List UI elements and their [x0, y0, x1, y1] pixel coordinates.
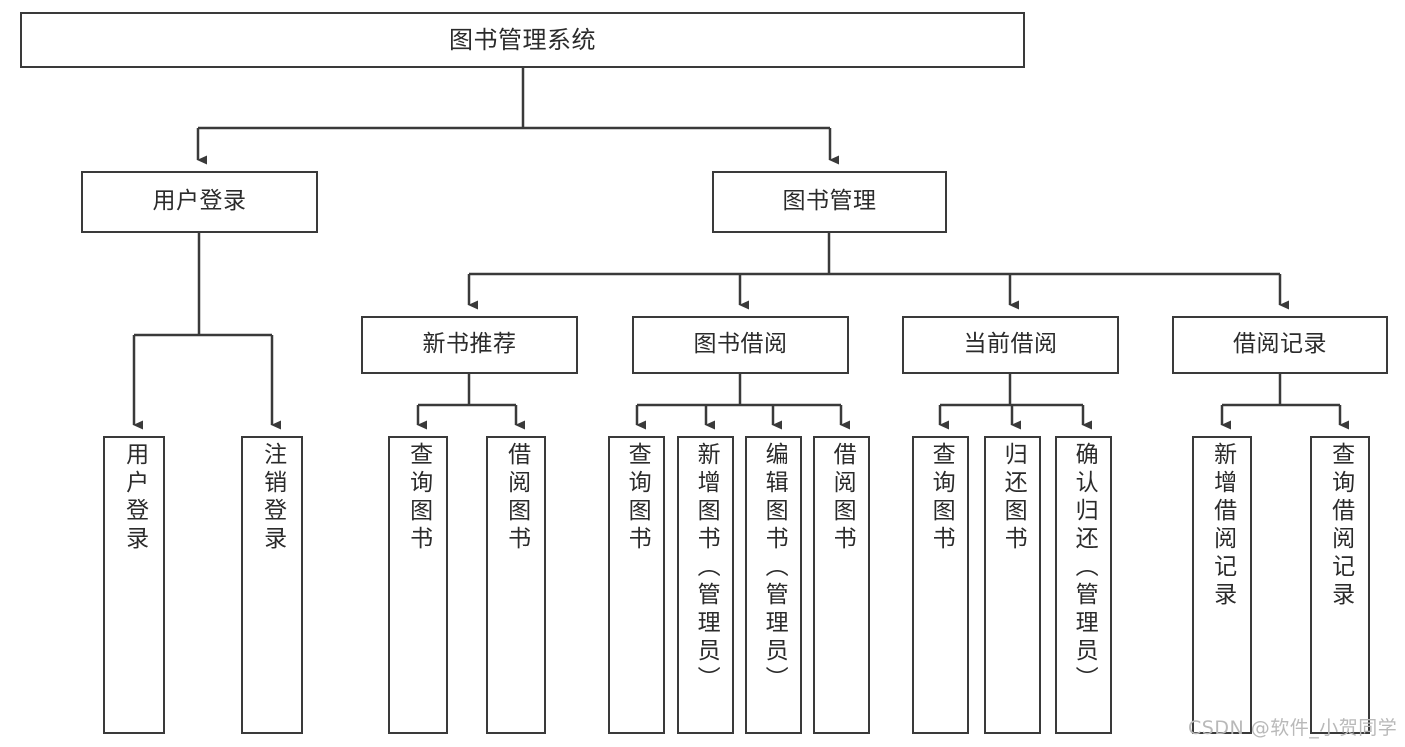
- node-query-books-rec[interactable]: 查询图书: [388, 436, 448, 734]
- node-label-borrow-record: 借阅记录: [1233, 331, 1327, 358]
- node-label-current-borrow: 当前借阅: [963, 331, 1058, 358]
- node-label-confirm-return-admin: 确认归还（管理员）: [1071, 442, 1098, 694]
- node-current-borrow[interactable]: 当前借阅: [902, 316, 1119, 374]
- node-label-query-books-brw: 查询图书: [624, 442, 651, 554]
- node-book-borrow[interactable]: 图书借阅: [632, 316, 849, 374]
- node-borrow-books-brw[interactable]: 借阅图书: [813, 436, 870, 734]
- node-new-book-recommend[interactable]: 新书推荐: [361, 316, 578, 374]
- node-logout-user[interactable]: 注销登录: [241, 436, 303, 734]
- node-book-management[interactable]: 图书管理: [712, 171, 947, 233]
- node-borrow-books-rec[interactable]: 借阅图书: [486, 436, 546, 734]
- node-label-book-borrow: 图书借阅: [693, 331, 788, 358]
- node-label-user-login: 用户登录: [152, 188, 247, 215]
- node-add-borrow-record[interactable]: 新增借阅记录: [1192, 436, 1252, 734]
- node-query-books-brw[interactable]: 查询图书: [608, 436, 665, 734]
- node-query-borrow-record[interactable]: 查询借阅记录: [1310, 436, 1370, 734]
- node-label-root: 图书管理系统: [449, 25, 596, 54]
- node-label-login-user: 用户登录: [121, 442, 148, 554]
- node-label-add-book-admin: 新增图书（管理员）: [693, 442, 720, 694]
- node-label-query-books-rec: 查询图书: [405, 442, 432, 554]
- node-label-logout-user: 注销登录: [259, 442, 286, 554]
- node-borrow-record[interactable]: 借阅记录: [1172, 316, 1388, 374]
- node-query-books-cur[interactable]: 查询图书: [912, 436, 969, 734]
- node-label-new-book-recommend: 新书推荐: [422, 331, 517, 358]
- node-label-borrow-books-brw: 借阅图书: [829, 442, 856, 554]
- node-login-user[interactable]: 用户登录: [103, 436, 165, 734]
- node-label-query-books-cur: 查询图书: [928, 442, 955, 554]
- node-edit-book-admin[interactable]: 编辑图书（管理员）: [745, 436, 802, 734]
- node-label-return-books: 归还图书: [1000, 442, 1027, 554]
- node-add-book-admin[interactable]: 新增图书（管理员）: [677, 436, 734, 734]
- node-label-borrow-books-rec: 借阅图书: [503, 442, 530, 554]
- node-label-add-borrow-record: 新增借阅记录: [1209, 442, 1236, 610]
- node-user-login[interactable]: 用户登录: [81, 171, 318, 233]
- watermark-text: CSDN @软件_小贺同学: [1188, 717, 1398, 739]
- node-return-books[interactable]: 归还图书: [984, 436, 1041, 734]
- node-label-query-borrow-record: 查询借阅记录: [1327, 442, 1354, 610]
- node-root[interactable]: 图书管理系统: [20, 12, 1025, 68]
- node-confirm-return-admin[interactable]: 确认归还（管理员）: [1055, 436, 1112, 734]
- node-label-edit-book-admin: 编辑图书（管理员）: [761, 442, 788, 694]
- node-label-book-management: 图书管理: [782, 188, 877, 215]
